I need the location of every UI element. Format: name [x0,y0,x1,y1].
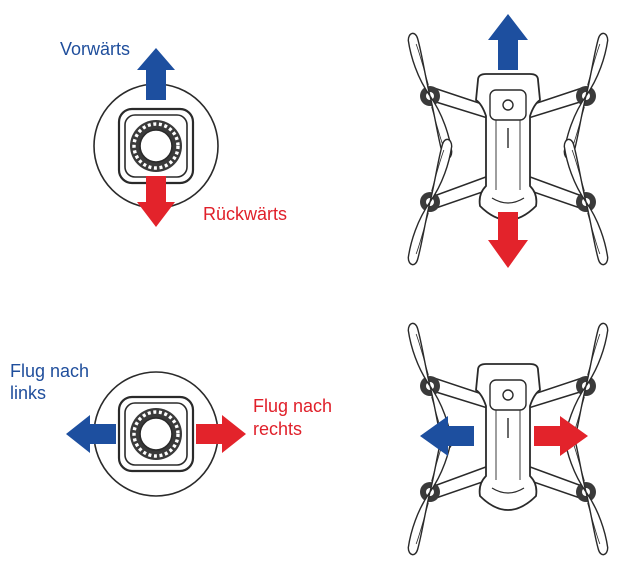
joystick-forward-backward [92,48,220,227]
left-label-line2: links [10,383,47,403]
right-label-line1: Flug nach [253,396,333,416]
drone-forward-backward [398,14,618,268]
drone-left-arrow-icon [420,416,474,456]
drone-forward-arrow-icon [488,14,528,70]
drone-backward-arrow-icon [488,212,528,268]
forward-arrow-icon [137,48,175,100]
right-arrow-icon [196,415,246,453]
joystick-left-right [66,370,246,498]
drone-right-arrow-icon [534,416,588,456]
forward-label: Vorwärts [60,39,131,59]
backward-arrow-icon [137,176,175,227]
drone-left-right [398,322,618,556]
left-arrow-icon [66,415,116,453]
left-label-line1: Flug nach [10,361,90,381]
right-label-line2: rechts [253,419,303,439]
backward-label: Rückwärts [203,204,288,224]
